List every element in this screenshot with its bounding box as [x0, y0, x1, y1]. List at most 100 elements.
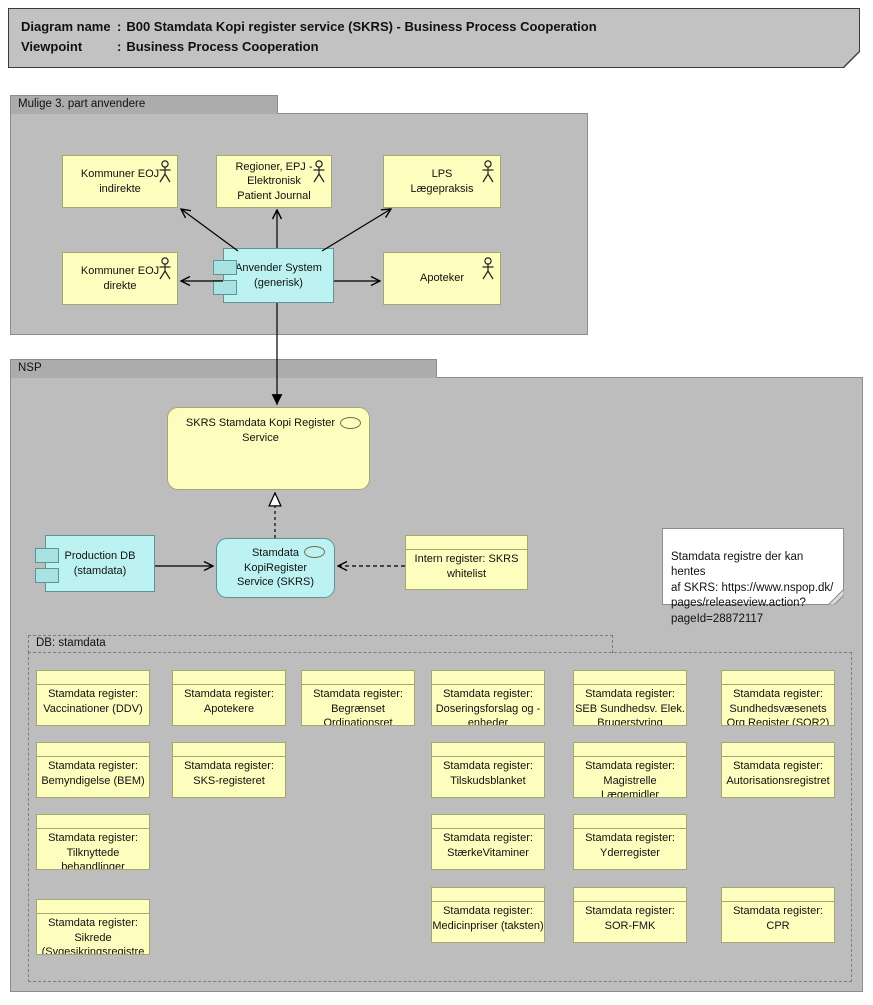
- diagram-name-label: Diagram name: [21, 19, 111, 34]
- register-label: Stamdata register: Magistrelle Lægemidle…: [585, 760, 675, 798]
- register-sor2: Stamdata register: Sundhedsvæsenets Org …: [721, 670, 835, 726]
- viewpoint-label: Viewpoint: [21, 39, 83, 54]
- business-object-band: [722, 743, 834, 757]
- register-label: Stamdata register: Yderregister: [585, 832, 675, 859]
- business-object-band: [574, 888, 686, 902]
- viewpoint-value: Business Process Cooperation: [126, 39, 319, 54]
- note-fold-icon: [828, 589, 844, 605]
- register-sks-registeret: Stamdata register: SKS-registeret: [172, 742, 286, 798]
- register-seb-brugerstyring: Stamdata register: SEB Sundhedsv. Elek. …: [573, 670, 687, 726]
- business-object-band: [574, 743, 686, 757]
- diagram-name-row: Diagram name : B00 Stamdata Kopi registe…: [21, 17, 859, 37]
- business-object-band: [173, 671, 285, 685]
- register-label: Stamdata register: Tilskudsblanket: [443, 760, 533, 787]
- register-sikrede: Stamdata register: Sikrede (Sygesikrings…: [36, 899, 150, 955]
- register-cpr: Stamdata register: CPR: [721, 887, 835, 943]
- node-label: Regioner, EPJ - Elektronisk Patient Jour…: [235, 160, 313, 202]
- business-object-band: [302, 671, 414, 685]
- viewpoint-row: Viewpoint : Business Process Cooperation: [21, 37, 859, 57]
- node-label: Kommuner EOJ direkte: [80, 265, 160, 292]
- register-vaccinationer: Stamdata register: Vaccinationer (DDV): [36, 670, 150, 726]
- business-object-band: [37, 815, 149, 829]
- node-intern-register-skrs-whitelist: Intern register: SKRS whitelist: [405, 535, 528, 590]
- business-object-band: [406, 536, 527, 550]
- node-label: SKRS Stamdata Kopi Register Service: [185, 417, 336, 444]
- node-production-db: Production DB (stamdata): [35, 535, 155, 592]
- register-sor-fmk: Stamdata register: SOR-FMK: [573, 887, 687, 943]
- note: Stamdata registre der kan hentes af SKRS…: [662, 528, 844, 625]
- business-object-band: [432, 743, 544, 757]
- register-begraenset-ordinationsret: Stamdata register: Begrænset Ordinations…: [301, 670, 415, 726]
- node-label: Production DB (stamdata): [64, 550, 136, 577]
- group-body-db-stamdata: [28, 652, 852, 982]
- group-tab-third-party: Mulige 3. part anvendere: [10, 95, 278, 114]
- node-label: Stamdata KopiRegister Service (SKRS): [236, 547, 315, 588]
- group-tab-db-stamdata: DB: stamdata: [28, 635, 613, 653]
- register-label: Stamdata register: Sundhedsvæsenets Org …: [726, 688, 830, 726]
- register-label: Stamdata register: CPR: [733, 905, 823, 932]
- register-label: Stamdata register: Sikrede (Sygesikrings…: [41, 917, 145, 955]
- node-label: LPS Lægepraksis: [410, 168, 474, 195]
- register-label: Stamdata register: Medicinpriser (takste…: [432, 905, 544, 932]
- register-label: Stamdata register: Autorisationsregistre…: [726, 760, 830, 787]
- folded-corner-icon: [843, 51, 860, 68]
- register-label: Stamdata register: StærkeVitaminer: [443, 832, 533, 859]
- register-label: Stamdata register: Bemyndigelse (BEM): [41, 760, 145, 787]
- register-label: Stamdata register: SKS-registeret: [184, 760, 274, 787]
- component-icon: [213, 260, 237, 275]
- business-object-band: [173, 743, 285, 757]
- business-actor-icon: [482, 160, 494, 183]
- register-label: Stamdata register: SEB Sundhedsv. Elek. …: [575, 688, 685, 726]
- group-tab-nsp: NSP: [10, 359, 437, 378]
- business-object-band: [37, 900, 149, 914]
- business-actor-icon: [159, 160, 171, 183]
- component-icon: [213, 280, 237, 295]
- note-text: Stamdata registre der kan hentes af SKRS…: [671, 550, 834, 625]
- register-tilskudsblanket: Stamdata register: Tilskudsblanket: [431, 742, 545, 798]
- business-object-band: [432, 815, 544, 829]
- register-yderregister: Stamdata register: Yderregister: [573, 814, 687, 870]
- register-label: Stamdata register: SOR-FMK: [585, 905, 675, 932]
- node-skrs-stamdata-kopi-register-service: SKRS Stamdata Kopi Register Service: [167, 407, 370, 490]
- node-kommuner-eoj-direkte: Kommuner EOJ direkte: [62, 252, 178, 305]
- business-object-band: [722, 671, 834, 685]
- register-medicinpriser: Stamdata register: Medicinpriser (takste…: [431, 887, 545, 943]
- register-autorisationsregistret: Stamdata register: Autorisationsregistre…: [721, 742, 835, 798]
- node-regioner-epj: Regioner, EPJ - Elektronisk Patient Jour…: [216, 155, 332, 208]
- register-doseringsforslag: Stamdata register: Doseringsforslag og -…: [431, 670, 545, 726]
- node-apoteker: Apoteker: [383, 252, 501, 305]
- business-object-band: [37, 743, 149, 757]
- separator: :: [117, 39, 122, 54]
- node-lps-laegepraksis: LPS Lægepraksis: [383, 155, 501, 208]
- node-kommuner-eoj-indirekte: Kommuner EOJ indirekte: [62, 155, 178, 208]
- node-anvender-system: Anvender System (generisk): [213, 248, 334, 303]
- group-label: Mulige 3. part anvendere: [18, 98, 146, 110]
- register-label: Stamdata register: Tilknyttede behandlin…: [48, 832, 138, 870]
- register-label: Stamdata register: Doseringsforslag og -…: [435, 688, 541, 726]
- register-label: Stamdata register: Apotekere: [184, 688, 274, 715]
- business-object-band: [574, 815, 686, 829]
- register-label: Stamdata register: Vaccinationer (DDV): [43, 688, 143, 715]
- group-label: NSP: [18, 362, 42, 374]
- business-object-band: [432, 888, 544, 902]
- register-tilknyttede-behandlinger: Stamdata register: Tilknyttede behandlin…: [36, 814, 150, 870]
- business-actor-icon: [482, 257, 494, 280]
- node-label: Kommuner EOJ indirekte: [80, 168, 160, 195]
- business-object-band: [37, 671, 149, 685]
- register-bemyndigelse: Stamdata register: Bemyndigelse (BEM): [36, 742, 150, 798]
- diagram-name-value: B00 Stamdata Kopi register service (SKRS…: [126, 19, 597, 34]
- node-stamdata-kopiregister-service: Stamdata KopiRegister Service (SKRS): [216, 538, 335, 598]
- register-apotekere: Stamdata register: Apotekere: [172, 670, 286, 726]
- register-staerkevitaminer: Stamdata register: StærkeVitaminer: [431, 814, 545, 870]
- node-label: Apoteker: [419, 272, 465, 285]
- node-label: Intern register: SKRS whitelist: [414, 553, 519, 580]
- business-actor-icon: [159, 257, 171, 280]
- register-label: Stamdata register: Begrænset Ordinations…: [313, 688, 403, 726]
- service-icon: [340, 417, 361, 429]
- business-actor-icon: [313, 160, 325, 183]
- component-icon: [35, 548, 59, 563]
- group-label: DB: stamdata: [36, 637, 106, 649]
- node-label: Anvender System (generisk): [235, 262, 322, 289]
- separator: :: [117, 19, 122, 34]
